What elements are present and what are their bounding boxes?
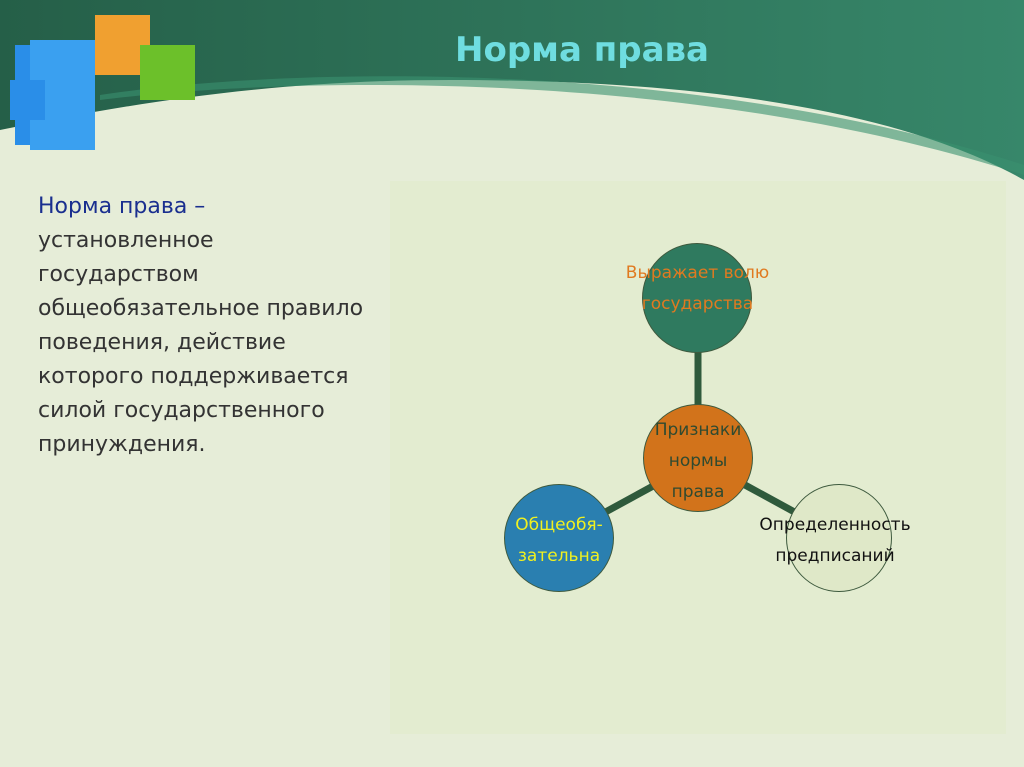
node-center-label: Признаки нормы права xyxy=(654,420,742,502)
node-right-label: Определенность предписаний xyxy=(759,515,911,566)
puzzle-blocks-icon xyxy=(10,15,195,150)
node-left xyxy=(504,484,614,592)
slide-title: Норма права xyxy=(455,30,709,70)
node-top-label: Выражает волю государства xyxy=(625,263,770,314)
connector-left xyxy=(598,481,657,519)
node-right xyxy=(786,484,892,592)
definition-text: Норма права – установленное государством… xyxy=(38,190,378,462)
definition-body: установленное государством общеобязатель… xyxy=(38,228,364,457)
node-center xyxy=(643,404,753,512)
definition-term: Норма права – xyxy=(38,194,206,219)
node-left-label: Общеобя-зательна xyxy=(515,515,603,566)
node-top xyxy=(642,243,752,353)
connector-right xyxy=(743,481,802,519)
